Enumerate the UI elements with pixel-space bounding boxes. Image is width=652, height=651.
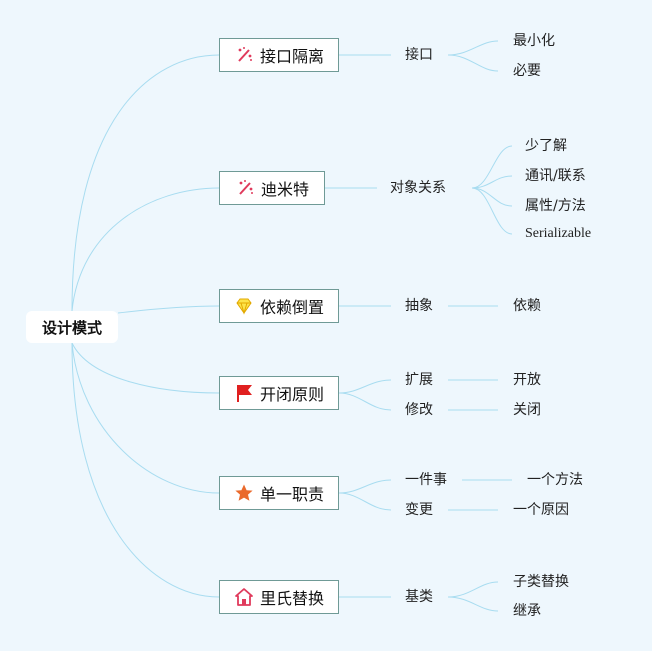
magic-wand-icon	[235, 178, 255, 198]
root-label: 设计模式	[41, 318, 102, 337]
topic-node-1[interactable]: 迪米特	[219, 171, 325, 205]
topic-node-0[interactable]: 接口隔离	[219, 38, 339, 72]
topic-label: 接口隔离	[259, 47, 324, 66]
leaf-1-2[interactable]: 属性/方法	[525, 198, 586, 214]
subtopic-2[interactable]: 抽象	[405, 298, 433, 314]
link-sub-5-leaf-1	[447, 596, 499, 612]
orange-star-icon	[234, 483, 254, 503]
subtopic-4-1[interactable]: 变更	[405, 502, 433, 518]
topic-node-5[interactable]: 里氏替换	[219, 580, 339, 614]
link-root-topic-4	[71, 342, 220, 494]
subtopic-4-0[interactable]: 一件事	[405, 472, 447, 488]
link-topic-4-sub1	[338, 492, 392, 511]
link-topic-4-sub0	[338, 479, 392, 494]
subtopic-5[interactable]: 基类	[405, 589, 433, 605]
topic-node-2[interactable]: 依赖倒置	[219, 289, 339, 323]
leaf-5-0[interactable]: 子类替换	[513, 574, 569, 590]
link-sub-0-leaf-0	[447, 40, 499, 56]
leaf-0-1[interactable]: 必要	[513, 63, 541, 79]
topic-node-4[interactable]: 单一职责	[219, 476, 339, 510]
topic-label: 依赖倒置	[259, 298, 324, 317]
root-node[interactable]: 设计模式	[26, 311, 118, 343]
link-root-topic-0	[71, 54, 220, 312]
link-root-topic-1	[71, 187, 220, 312]
leaf-1-3[interactable]: Serializable	[525, 226, 592, 241]
leaf-3-1[interactable]: 关闭	[513, 402, 541, 418]
link-sub-1-leaf-0	[471, 145, 513, 189]
subtopic-3-1[interactable]: 修改	[405, 402, 433, 418]
leaf-3-0[interactable]: 开放	[513, 372, 541, 388]
topic-label: 迪米特	[260, 180, 309, 199]
subtopic-0[interactable]: 接口	[405, 47, 433, 63]
link-sub-1-leaf-3	[471, 187, 513, 235]
link-root-topic-5	[71, 342, 220, 598]
leaf-0-0[interactable]: 最小化	[513, 33, 555, 49]
red-flag-icon	[234, 383, 254, 403]
diamond-icon	[234, 296, 254, 316]
leaf-1-0[interactable]: 少了解	[525, 138, 567, 154]
leaf-2-0[interactable]: 依赖	[513, 298, 541, 314]
link-topic-3-sub1	[338, 392, 392, 411]
leaf-1-1[interactable]: 通讯/联系	[525, 168, 586, 184]
link-sub-0-leaf-1	[447, 54, 499, 72]
link-sub-1-leaf-1	[471, 175, 513, 189]
leaf-4-0[interactable]: 一个方法	[527, 472, 583, 488]
link-sub-5-leaf-0	[447, 581, 499, 598]
link-sub-1-leaf-2	[471, 187, 513, 207]
topic-label: 开闭原则	[259, 385, 324, 404]
house-icon	[234, 587, 254, 607]
link-root-topic-3	[71, 342, 220, 394]
leaf-4-1[interactable]: 一个原因	[513, 502, 569, 518]
magic-wand-icon	[234, 45, 254, 65]
leaf-5-1[interactable]: 继承	[513, 603, 541, 619]
topic-label: 里氏替换	[259, 589, 324, 608]
link-root-topic-2	[117, 305, 220, 314]
topic-node-3[interactable]: 开闭原则	[219, 376, 339, 410]
link-topic-3-sub0	[338, 379, 392, 394]
subtopic-1[interactable]: 对象关系	[390, 180, 446, 196]
subtopic-3-0[interactable]: 扩展	[405, 372, 433, 388]
topic-label: 单一职责	[259, 485, 324, 504]
